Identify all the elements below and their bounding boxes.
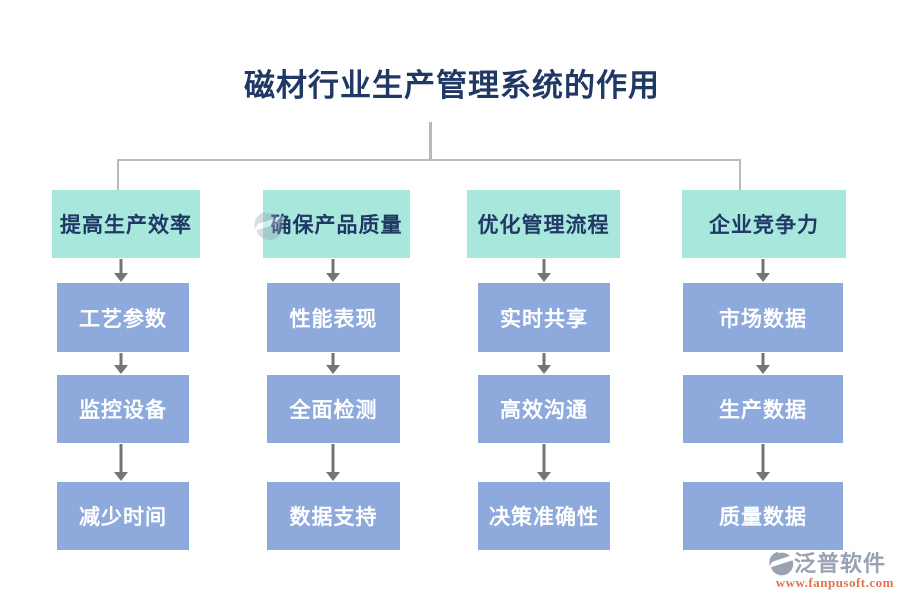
connector-branch-line xyxy=(117,159,741,161)
fanpu-logo-icon xyxy=(768,551,794,576)
arrow-down-icon xyxy=(756,444,770,481)
arrow-down-icon xyxy=(756,259,770,282)
column-4-header-box: 企业竞争力 xyxy=(682,190,846,258)
connector-drop-right-line xyxy=(739,159,741,190)
arrow-down-icon xyxy=(537,259,551,282)
column-1-item-box-3: 减少时间 xyxy=(57,482,189,550)
column-3-header-box: 优化管理流程 xyxy=(467,190,620,258)
column-2-item-box-3: 数据支持 xyxy=(267,482,400,550)
arrow-down-icon xyxy=(114,444,128,481)
arrow-down-icon xyxy=(326,259,340,282)
connector-drop-left-line xyxy=(117,159,119,190)
column-4-item-box-1: 市场数据 xyxy=(683,283,843,352)
arrow-down-icon xyxy=(326,353,340,374)
column-2-header-box: 确保产品质量 xyxy=(263,190,410,258)
diagram-title: 磁材行业生产管理系统的作用 xyxy=(244,68,660,103)
column-3-item-box-1: 实时共享 xyxy=(478,283,610,352)
column-3-item-box-3: 决策准确性 xyxy=(478,482,610,550)
arrow-down-icon xyxy=(326,444,340,481)
column-2-item-box-2: 全面检测 xyxy=(267,375,400,443)
brand-name: 泛普软件 xyxy=(794,551,887,576)
brand-url: www.fanpusoft.com xyxy=(775,575,894,590)
column-1-header-box: 提高生产效率 xyxy=(52,190,200,258)
fanpu-logo-watermark-icon xyxy=(246,211,289,242)
arrow-down-icon xyxy=(537,444,551,481)
column-4-item-box-2: 生产数据 xyxy=(683,375,843,443)
connector-stem-line xyxy=(429,122,432,161)
column-4-item-box-3: 质量数据 xyxy=(683,482,843,550)
arrow-down-icon xyxy=(756,353,770,374)
column-1-item-box-2: 监控设备 xyxy=(57,375,189,443)
brand-watermark: 泛普软件 www.fanpusoft.com xyxy=(768,551,894,591)
column-2-item-box-1: 性能表现 xyxy=(267,283,400,352)
column-1-item-box-1: 工艺参数 xyxy=(57,283,189,352)
arrow-down-icon xyxy=(537,353,551,374)
arrow-down-icon xyxy=(114,259,128,282)
column-3-item-box-2: 高效沟通 xyxy=(478,375,610,443)
arrow-down-icon xyxy=(114,353,128,374)
